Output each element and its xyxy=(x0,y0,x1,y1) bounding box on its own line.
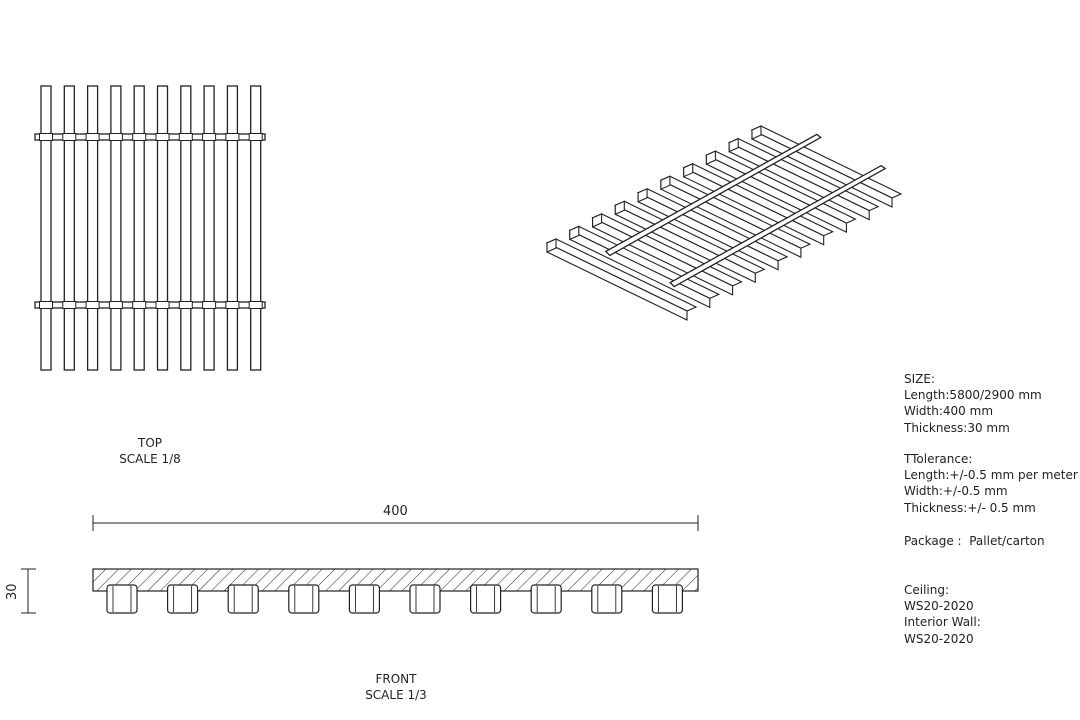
iso-slat-end xyxy=(705,150,716,165)
size-spec-block: SIZE: Length:5800/2900 mm Width:400 mm T… xyxy=(904,371,1042,436)
top-clip xyxy=(155,133,170,141)
iso-slat-end xyxy=(660,175,671,191)
top-slat xyxy=(180,85,192,371)
thickness-dimension-label: 30 xyxy=(5,583,20,600)
top-clip xyxy=(248,301,263,309)
iso-slat-end xyxy=(637,187,648,203)
iso-crossbar-back xyxy=(669,164,887,288)
front-slat xyxy=(591,584,623,614)
top-clip xyxy=(39,301,53,309)
application-line: Ceiling: xyxy=(904,583,950,597)
top-clip xyxy=(178,133,193,141)
iso-slat-end xyxy=(546,238,557,253)
application-line: WS20-2020 xyxy=(904,599,974,614)
top-clip xyxy=(178,301,193,309)
front-slat xyxy=(288,584,320,614)
top-clip xyxy=(225,133,240,141)
front-view-label: FRONT SCALE 1/3 xyxy=(356,671,436,703)
top-view-label: TOP SCALE 1/8 xyxy=(110,435,190,467)
front-view xyxy=(21,515,699,614)
package-spec: Package : Pallet/carton xyxy=(904,534,1045,548)
iso-crossbar-front xyxy=(604,133,822,257)
top-clip xyxy=(225,301,240,309)
top-clip xyxy=(155,301,170,309)
top-slat xyxy=(40,85,52,371)
top-slat xyxy=(133,85,145,371)
top-slat xyxy=(63,85,75,371)
width-dimension-label: 400 xyxy=(383,504,408,519)
size-line: Thickness:30 mm xyxy=(904,420,1010,435)
iso-slat-end xyxy=(683,162,694,178)
size-line: Length:5800/2900 mm xyxy=(904,388,1042,403)
front-slat xyxy=(167,584,199,614)
front-slat xyxy=(409,584,441,614)
top-clip xyxy=(62,133,77,141)
top-crossbar xyxy=(34,133,266,141)
top-slat xyxy=(110,85,122,371)
top-slat xyxy=(156,85,169,371)
front-view-scale: SCALE 1/3 xyxy=(365,688,427,702)
top-slat xyxy=(86,85,99,371)
isometric-view xyxy=(545,125,903,321)
iso-slat-end xyxy=(614,200,625,216)
application-line: WS20-2020 xyxy=(904,631,974,646)
top-clip xyxy=(108,133,123,141)
top-clip xyxy=(85,301,100,309)
iso-slat-end xyxy=(592,213,603,228)
top-clip xyxy=(85,133,100,141)
top-clip xyxy=(62,301,77,309)
size-line: Width:400 mm xyxy=(904,404,994,419)
top-slat xyxy=(250,85,262,371)
tolerance-spec-block: TTolerance: Length:+/-0.5 mm per meter W… xyxy=(904,451,1078,516)
top-clip xyxy=(132,301,147,309)
top-view-scale: SCALE 1/8 xyxy=(119,452,181,466)
application-line: Interior Wall: xyxy=(904,615,981,630)
tolerance-line: Width:+/-0.5 mm xyxy=(904,484,1008,499)
top-clip xyxy=(202,301,217,309)
top-slat xyxy=(226,85,239,371)
size-heading: SIZE: xyxy=(904,372,936,386)
application-spec-block: Ceiling: WS20-2020 Interior Wall: WS20-2… xyxy=(904,582,981,647)
iso-slat-end xyxy=(728,137,739,153)
top-slat xyxy=(203,85,215,371)
top-view xyxy=(34,85,266,371)
top-clip xyxy=(39,133,53,141)
top-clip xyxy=(248,133,263,141)
iso-slat-end xyxy=(751,125,762,140)
front-slat xyxy=(106,584,138,614)
top-clip xyxy=(132,133,147,141)
iso-slat-end xyxy=(569,225,580,241)
front-view-title: FRONT xyxy=(375,672,417,686)
front-slat xyxy=(651,584,684,614)
front-slat xyxy=(348,584,380,614)
front-slat xyxy=(530,584,562,614)
tolerance-line: Length:+/-0.5 mm per meter xyxy=(904,468,1078,483)
top-crossbar xyxy=(34,301,266,309)
front-slat xyxy=(227,584,259,614)
tolerance-line: Thickness:+/- 0.5 mm xyxy=(904,500,1036,515)
top-view-title: TOP xyxy=(137,436,162,450)
tolerance-heading: TTolerance: xyxy=(904,452,973,466)
top-clip xyxy=(202,133,217,141)
top-clip xyxy=(108,301,123,309)
front-slat xyxy=(470,584,502,614)
